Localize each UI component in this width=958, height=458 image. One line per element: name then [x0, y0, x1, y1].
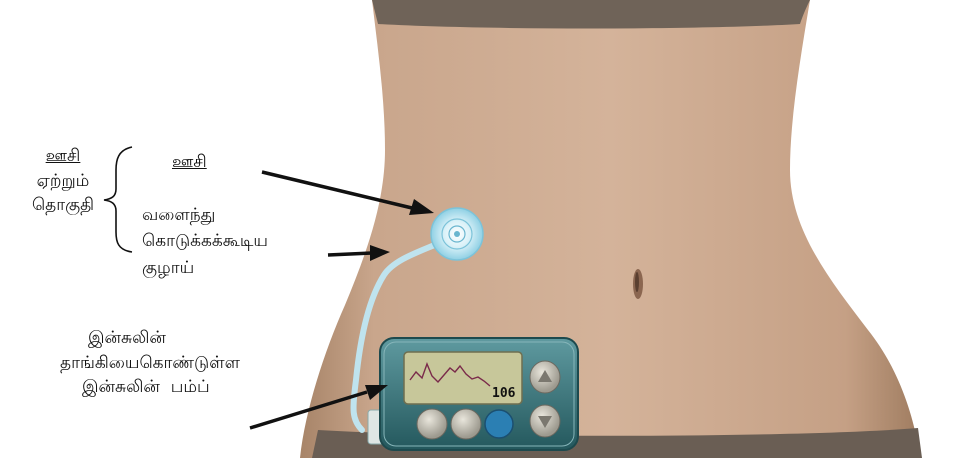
infusion-set-label-line2: ஏற்றும் [28, 169, 98, 194]
pump-middle-button [451, 409, 481, 439]
top-garment [372, 0, 810, 29]
infusion-set-label: ஊசி ஏற்றும் தொகுதி [28, 144, 98, 218]
tubing-label: வளைந்து கொடுக்கக்கூடிய குழாய் [142, 202, 268, 281]
pump-label: இன்சுலின் தாங்கியைகொண்டுள்ள இன்சுலின் பம… [60, 326, 340, 400]
tubing-label-line2: கொடுக்கக்கூடிய [142, 228, 268, 254]
tubing-label-line3: குழாய் [142, 255, 268, 281]
pump-label-line3: இன்சுலின் பம்ப் [60, 375, 340, 400]
bracket [104, 147, 132, 252]
pump-left-button [417, 409, 447, 439]
tubing-label-line1: வளைந்து [142, 202, 268, 228]
pump-reading: 106 [492, 386, 516, 401]
needle-label: ஊசி [172, 150, 207, 175]
pump-label-line2: தாங்கியைகொண்டுள்ள [60, 351, 340, 376]
insulin-pump-icon: 106 [368, 338, 578, 450]
pump-blue-button [485, 410, 513, 438]
infusion-set-label-line1: ஊசி [28, 144, 98, 169]
infusion-set-icon [431, 208, 483, 260]
pump-label-line1: இன்சுலின் [60, 326, 340, 351]
infusion-set-label-line3: தொகுதி [28, 193, 98, 218]
